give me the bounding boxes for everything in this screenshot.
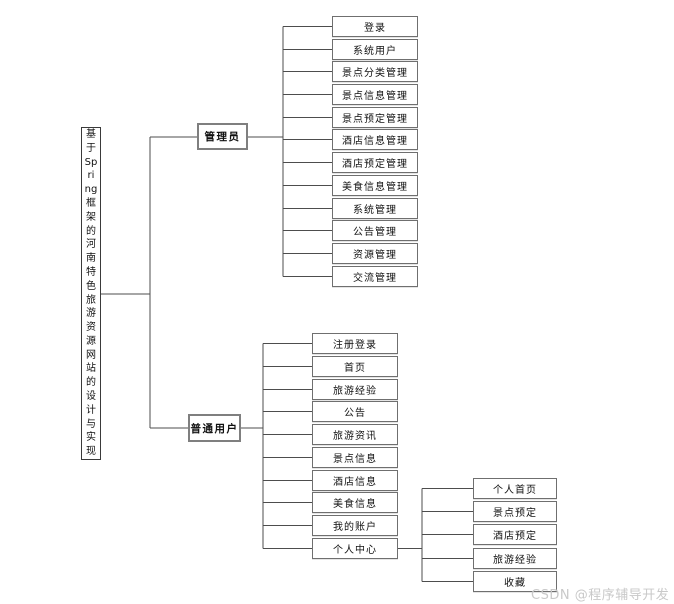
personal-item-label: 景点预定 bbox=[493, 508, 537, 519]
user-item-label: 酒店信息 bbox=[333, 477, 377, 488]
admin-node: 管理员 bbox=[197, 123, 248, 150]
personal-item-travel-experience: 旅游经验 bbox=[473, 548, 557, 569]
admin-item-label: 酒店信息管理 bbox=[342, 136, 408, 147]
user-item-label: 景点信息 bbox=[333, 454, 377, 465]
user-item-notice: 公告 bbox=[312, 401, 398, 422]
user-item-home: 首页 bbox=[312, 356, 398, 377]
admin-node-label: 管理员 bbox=[204, 131, 241, 143]
admin-item-system-mgmt: 系统管理 bbox=[332, 198, 418, 219]
user-item-hotel-info: 酒店信息 bbox=[312, 470, 398, 491]
admin-item-scenic-booking-mgmt: 景点预定管理 bbox=[332, 107, 418, 128]
admin-item-label: 公告管理 bbox=[353, 227, 397, 238]
admin-item-label: 景点预定管理 bbox=[342, 114, 408, 125]
personal-item-favorites: 收藏 bbox=[473, 571, 557, 592]
admin-item-label: 景点信息管理 bbox=[342, 91, 408, 102]
admin-item-system-users: 系统用户 bbox=[332, 39, 418, 60]
admin-item-label: 资源管理 bbox=[353, 250, 397, 261]
user-item-label: 旅游资讯 bbox=[333, 431, 377, 442]
personal-item-label: 旅游经验 bbox=[493, 555, 537, 566]
admin-item-label: 景点分类管理 bbox=[342, 68, 408, 79]
user-item-label: 美食信息 bbox=[333, 499, 377, 510]
root-node: 基 于 Sp ri ng 框 架 的 河 南 特 色 旅 游 资 源 网 站 的… bbox=[81, 127, 101, 460]
admin-item-login: 登录 bbox=[332, 16, 418, 37]
admin-item-label: 登录 bbox=[364, 23, 386, 34]
user-item-travel-experience: 旅游经验 bbox=[312, 379, 398, 400]
admin-item-label: 酒店预定管理 bbox=[342, 159, 408, 170]
root-title: 基 于 Sp ri ng 框 架 的 河 南 特 色 旅 游 资 源 网 站 的… bbox=[84, 128, 98, 458]
admin-item-label: 美食信息管理 bbox=[342, 182, 408, 193]
personal-item-hotel-booking: 酒店预定 bbox=[473, 524, 557, 545]
admin-item-label: 交流管理 bbox=[353, 273, 397, 284]
personal-item-personal-home: 个人首页 bbox=[473, 478, 557, 499]
admin-item-notice-mgmt: 公告管理 bbox=[332, 220, 418, 241]
admin-item-communication-mgmt: 交流管理 bbox=[332, 266, 418, 287]
personal-item-label: 个人首页 bbox=[493, 485, 537, 496]
admin-item-resource-mgmt: 资源管理 bbox=[332, 243, 418, 264]
user-item-label: 公告 bbox=[344, 408, 366, 419]
watermark: CSDN @程序辅导开发 bbox=[531, 588, 670, 603]
admin-item-hotel-booking-mgmt: 酒店预定管理 bbox=[332, 152, 418, 173]
user-item-scenic-info: 景点信息 bbox=[312, 447, 398, 468]
admin-item-food-info-mgmt: 美食信息管理 bbox=[332, 175, 418, 196]
user-item-label: 我的账户 bbox=[333, 522, 377, 533]
user-node-label: 普通用户 bbox=[190, 422, 239, 435]
user-item-label: 注册登录 bbox=[333, 340, 377, 351]
admin-item-label: 系统用户 bbox=[353, 46, 397, 57]
admin-item-scenic-category-mgmt: 景点分类管理 bbox=[332, 61, 418, 82]
admin-item-hotel-info-mgmt: 酒店信息管理 bbox=[332, 129, 418, 150]
user-item-food-info: 美食信息 bbox=[312, 492, 398, 513]
personal-item-label: 酒店预定 bbox=[493, 531, 537, 542]
user-item-register-login: 注册登录 bbox=[312, 333, 398, 354]
user-item-my-account: 我的账户 bbox=[312, 515, 398, 536]
user-item-label: 旅游经验 bbox=[333, 386, 377, 397]
user-item-travel-news: 旅游资讯 bbox=[312, 424, 398, 445]
admin-item-scenic-info-mgmt: 景点信息管理 bbox=[332, 84, 418, 105]
user-node: 普通用户 bbox=[188, 414, 241, 442]
user-item-label: 首页 bbox=[344, 363, 366, 374]
personal-item-label: 收藏 bbox=[504, 578, 526, 589]
personal-item-scenic-booking: 景点预定 bbox=[473, 501, 557, 522]
user-item-personal-center: 个人中心 bbox=[312, 538, 398, 559]
user-item-label: 个人中心 bbox=[333, 545, 377, 556]
admin-item-label: 系统管理 bbox=[353, 205, 397, 216]
